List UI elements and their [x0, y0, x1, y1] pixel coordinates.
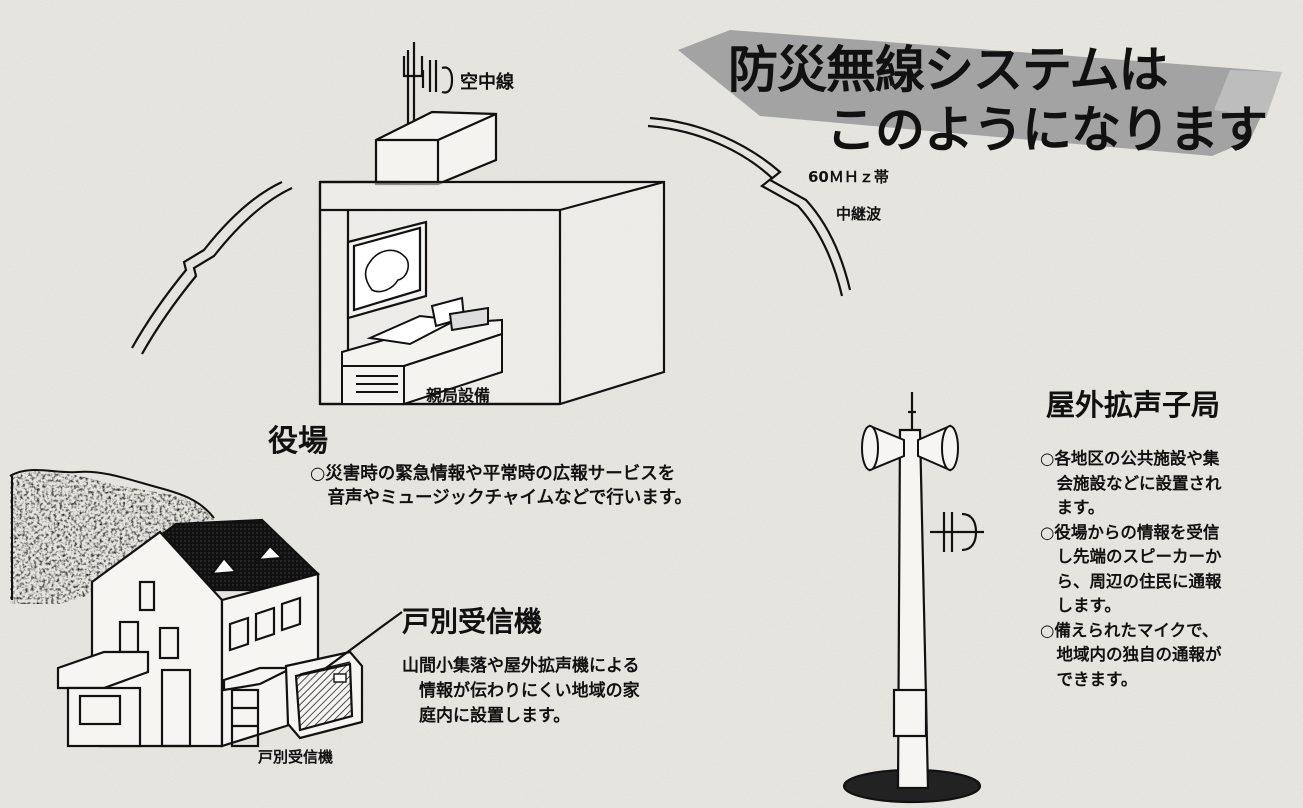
- rooftop-equipment-box: [374, 110, 498, 186]
- household-receiver-heading: 戸別受信機: [402, 605, 543, 638]
- household-receiver-line: 庭内に設置します。: [402, 706, 571, 726]
- outdoor-station-line: ○役場からの情報を受信: [1040, 522, 1220, 542]
- household-receiver-device-icon: [284, 650, 364, 740]
- town-office-description: ○災害時の緊急情報や平常時の広報サービスを 音声やミュージックチャイムなどで行い…: [310, 462, 692, 510]
- receiver-device-label: 戸別受信機: [258, 748, 334, 766]
- outdoor-station-line: ます。: [1040, 498, 1105, 517]
- outdoor-station-line: 会施設などに設置され: [1040, 473, 1222, 493]
- radio-wave-left: [131, 181, 293, 355]
- outdoor-station-line: します。: [1040, 596, 1121, 615]
- town-office-line: ○災害時の緊急情報や平常時の広報サービスを: [310, 464, 676, 484]
- outdoor-station-line: できます。: [1040, 669, 1138, 689]
- title-line-2: このようになります: [826, 101, 1268, 159]
- title-line-1: 防災無線システムは: [728, 41, 1168, 99]
- master-equipment-label: 親局設備: [426, 386, 491, 405]
- household-receiver-description: 山間小集落や屋外拡声機による 情報が伝わりにくい地域の家 庭内に設置します。: [402, 654, 640, 729]
- control-console-icon: [341, 296, 503, 406]
- relay-wave-label: 中継波: [836, 205, 882, 223]
- antenna-icon: [402, 42, 454, 134]
- trees-foliage: [9, 469, 216, 604]
- outdoor-pole-icon: [842, 392, 982, 804]
- antenna-label: 空中線: [460, 72, 514, 93]
- outdoor-station-line: ○備えられたマイクで、: [1040, 620, 1219, 640]
- outdoor-station-description: ○各地区の公共施設や集 会施設などに設置され ます。 ○役場からの情報を受信 し…: [1040, 447, 1222, 692]
- town-office-heading: 役場: [268, 424, 328, 459]
- loudspeaker-icon: [861, 424, 959, 472]
- pole-antenna-icon: [930, 512, 984, 552]
- household-receiver-line: 情報が伝わりにくい地域の家: [402, 681, 640, 701]
- outdoor-station-line: ○各地区の公共施設や集: [1040, 449, 1220, 468]
- frequency-label: 60ＭＨｚ帯: [808, 168, 889, 186]
- outdoor-station-line: ら、周辺の住民に通報: [1040, 571, 1222, 591]
- outdoor-station-line: 地域内の独自の通報が: [1040, 645, 1222, 664]
- household-receiver-line: 山間小集落や屋外拡声機による: [402, 656, 640, 676]
- outdoor-station-line: し先端のスピーカーか: [1040, 547, 1222, 566]
- receiver-leader-line: [325, 611, 403, 669]
- outdoor-station-heading: 屋外拡声子局: [1046, 388, 1221, 422]
- radio-wave-right: [647, 116, 852, 297]
- title-banner: [678, 30, 1282, 156]
- town-office-line: 音声やミュージックチャイムなどで行います。: [310, 488, 693, 508]
- wall-monitor-icon: [346, 220, 428, 320]
